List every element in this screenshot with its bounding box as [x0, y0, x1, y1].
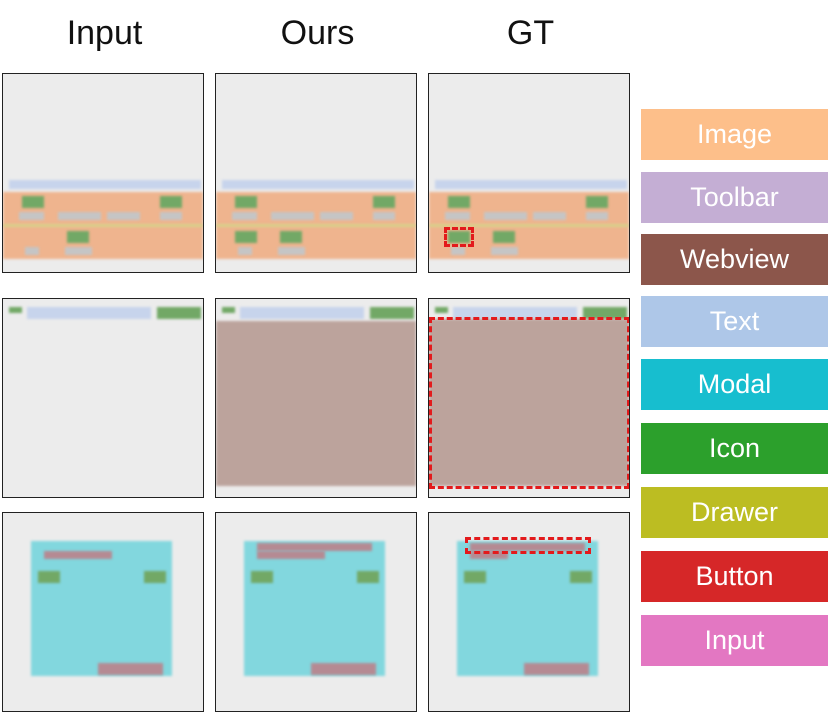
panel-row2-input: [2, 298, 204, 498]
divider-line: [216, 224, 416, 227]
button-block: [98, 663, 163, 675]
text-bar: [435, 180, 627, 189]
text-block: [470, 543, 585, 551]
text-block: [257, 543, 372, 551]
legend-item-text: Text: [641, 296, 828, 347]
text-block: [320, 212, 353, 220]
icon-block: [586, 196, 608, 208]
icon-block: [222, 307, 235, 313]
text-bar: [9, 180, 201, 189]
text-block: [271, 212, 314, 220]
icon-block: [370, 307, 414, 319]
icon-block: [448, 231, 470, 243]
column-title-input: Input: [66, 14, 143, 52]
text-block: [19, 212, 44, 220]
icon-block: [157, 307, 201, 319]
icon-block: [583, 307, 627, 319]
panel-row1-ours: [215, 73, 417, 273]
column-title-gt: GT: [506, 14, 555, 52]
text-block: [451, 247, 465, 255]
text-block: [278, 247, 305, 255]
text-block: [58, 212, 101, 220]
text-block: [238, 247, 252, 255]
modal-region: [244, 541, 385, 676]
text-block: [533, 212, 566, 220]
text-block: [491, 247, 518, 255]
legend-item-button: Button: [641, 551, 828, 602]
icon-block: [67, 231, 89, 243]
legend-item-modal: Modal: [641, 359, 828, 410]
text-block: [65, 247, 92, 255]
text-bar: [222, 180, 414, 189]
icon-block: [144, 571, 166, 583]
icon-block: [464, 571, 486, 583]
text-block: [232, 212, 257, 220]
legend-item-image: Image: [641, 109, 828, 160]
icon-block: [9, 307, 22, 313]
button-block: [311, 663, 376, 675]
highlight-box: [429, 317, 629, 489]
icon-block: [280, 231, 302, 243]
divider-line: [429, 224, 629, 227]
text-block: [470, 551, 508, 559]
column-title-ours: Ours: [280, 14, 355, 52]
text-block: [44, 551, 112, 559]
icon-block: [493, 231, 515, 243]
modal-region: [31, 541, 172, 676]
legend-item-webview: Webview: [641, 234, 828, 285]
text-block: [484, 212, 527, 220]
legend-item-icon: Icon: [641, 423, 828, 474]
webview-region: [429, 319, 629, 486]
icon-block: [357, 571, 379, 583]
button-block: [524, 663, 589, 675]
panel-row1-gt: [428, 73, 630, 273]
text-bar: [27, 307, 151, 319]
icon-block: [251, 571, 273, 583]
text-bar: [240, 307, 364, 319]
divider-line: [3, 224, 203, 227]
text-block: [160, 212, 182, 220]
text-block: [373, 212, 395, 220]
icon-block: [373, 196, 395, 208]
webview-region: [216, 321, 416, 486]
panel-row1-input: [2, 73, 204, 273]
panel-row3-input: [2, 512, 204, 712]
text-bar: [453, 307, 577, 319]
legend-item-toolbar: Toolbar: [641, 172, 828, 223]
panel-row2-gt: [428, 298, 630, 498]
modal-region: [457, 541, 598, 676]
icon-block: [235, 196, 257, 208]
icon-block: [22, 196, 44, 208]
text-block: [586, 212, 608, 220]
text-block: [25, 247, 39, 255]
highlight-box: [444, 227, 474, 247]
panel-row3-gt: [428, 512, 630, 712]
icon-block: [570, 571, 592, 583]
highlight-box: [465, 537, 591, 554]
icon-block: [160, 196, 182, 208]
legend-item-drawer: Drawer: [641, 487, 828, 538]
text-block: [257, 551, 325, 559]
text-block: [107, 212, 140, 220]
panel-row2-ours: [215, 298, 417, 498]
legend-item-input: Input: [641, 615, 828, 666]
icon-block: [435, 307, 448, 313]
text-block: [445, 212, 470, 220]
icon-block: [448, 196, 470, 208]
icon-block: [38, 571, 60, 583]
icon-block: [235, 231, 257, 243]
panel-row3-ours: [215, 512, 417, 712]
